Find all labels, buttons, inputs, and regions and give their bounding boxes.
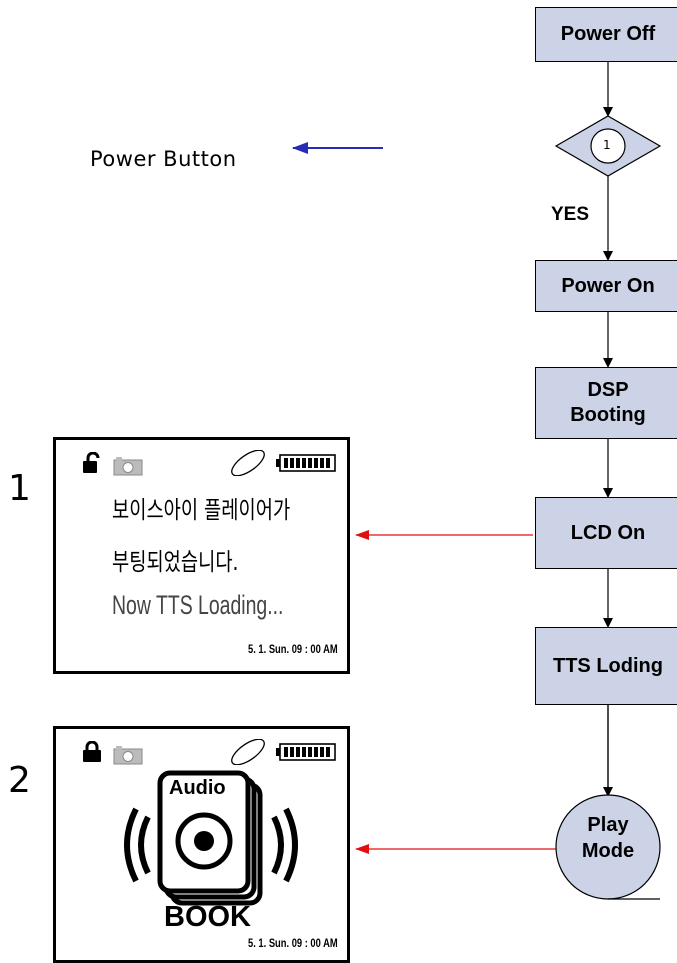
lcd-screen-2: Audio BOOK 5. 1. Sun. 09 : 00 AM (53, 726, 350, 963)
decision-circle (590, 128, 626, 164)
screen2-index: 2 (8, 760, 31, 801)
book-bottom-label: BOOK (164, 901, 251, 933)
tts-loading-label: TTS Loding (553, 654, 663, 677)
camera-icon (113, 457, 143, 476)
screen1-line3: Now TTS Loading... (112, 590, 284, 620)
battery-icon (276, 743, 336, 761)
camera-icon (113, 746, 143, 765)
power-off-box: Power Off (535, 7, 677, 62)
lock-icon (83, 741, 101, 762)
screen1-line2: 부팅되었습니다. (112, 548, 239, 576)
unlock-icon (83, 452, 100, 473)
lcd-on-box: LCD On (535, 497, 677, 569)
lcd-on-label: LCD On (570, 521, 646, 544)
yes-label: YES (551, 204, 590, 225)
audio-book-icon (124, 770, 298, 906)
dsp-booting-box: DSP Booting (535, 367, 677, 439)
screen1-index: 1 (8, 468, 31, 509)
mode-label: Mode (581, 840, 635, 862)
power-off-label: Power Off (560, 23, 656, 45)
lcd-screen-1: 보이스아이 플레이어가 부팅되었습니다. Now TTS Loading... … (53, 437, 350, 674)
decision-number: 1 (603, 138, 611, 152)
disc-icon (231, 450, 265, 476)
screen1-datetime: 5. 1. Sun. 09 : 00 AM (248, 642, 338, 656)
power-on-label: Power On (561, 274, 655, 297)
play-mode-text: Play Mode (556, 812, 660, 864)
screen2-datetime: 5. 1. Sun. 09 : 00 AM (248, 936, 338, 950)
tts-loading-box: TTS Loding (535, 627, 677, 705)
power-on-box: Power On (535, 260, 677, 312)
play-label: Play (587, 814, 629, 836)
screen1-line1: 보이스아이 플레이어가 (112, 496, 291, 524)
power-button-label: Power Button (90, 147, 237, 171)
dsp-label: DSP (587, 379, 629, 401)
book-top-label: Audio (169, 777, 226, 799)
battery-icon (276, 454, 336, 472)
booting-label: Booting (570, 404, 646, 426)
disc-icon (231, 739, 265, 765)
